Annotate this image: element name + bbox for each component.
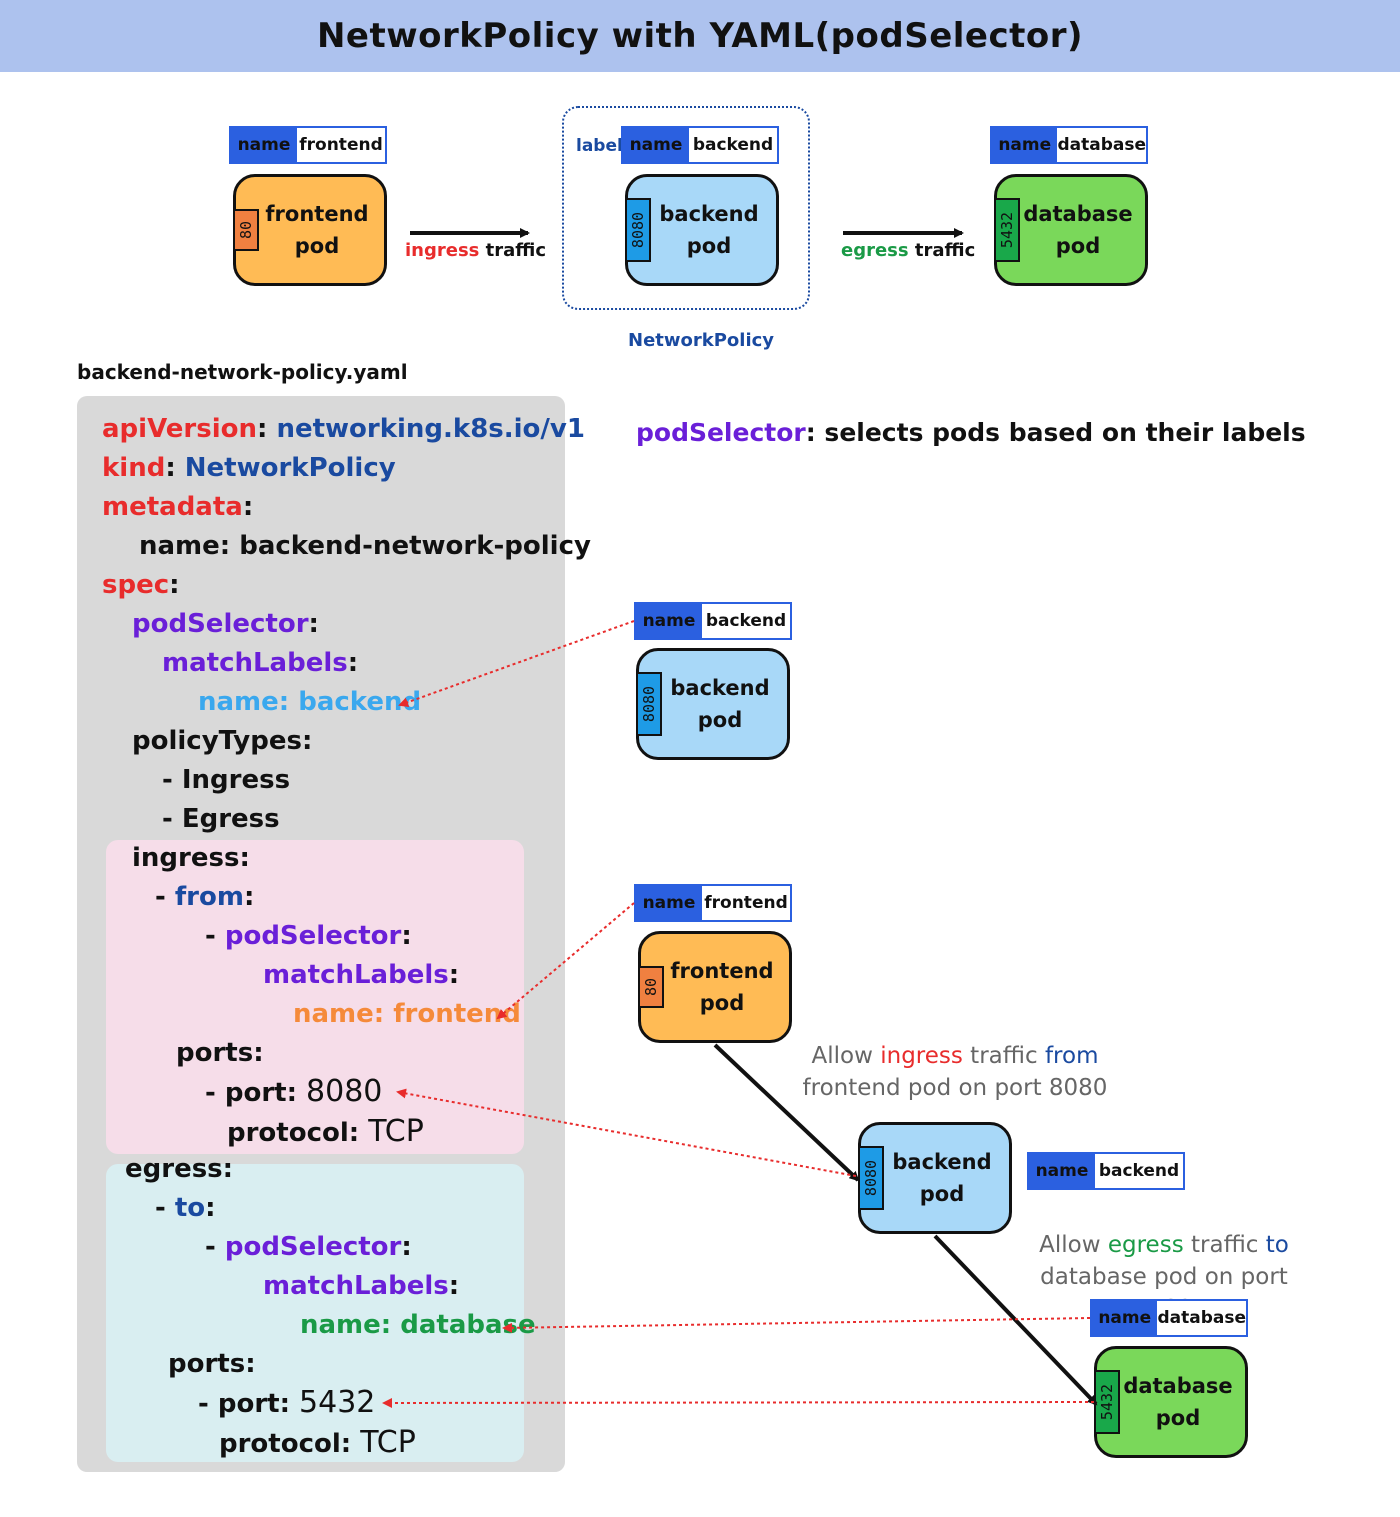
yaml-ingress-port: - port: 8080 <box>205 1074 383 1109</box>
yaml-ingress-matchlabels: matchLabels: <box>263 960 460 990</box>
tag-value: frontend <box>299 135 383 155</box>
ingress-traffic-label: ingress traffic <box>405 240 547 261</box>
yaml-backend-label: name: backend <box>198 687 422 717</box>
port-badge: 5432 <box>994 198 1020 262</box>
flow-database-tag: name database <box>1090 1299 1248 1337</box>
ingress-frontend-tag: name frontend <box>634 884 792 922</box>
flow-backend-tag: name backend <box>1027 1152 1185 1190</box>
egress-section <box>106 1164 524 1462</box>
yaml-egress-ports: ports: <box>168 1349 256 1379</box>
yaml-apiversion: apiVersion: networking.k8s.io/v1 <box>102 414 585 444</box>
yaml-policytypes: policyTypes: <box>132 726 313 756</box>
yaml-ingress: ingress: <box>132 843 250 873</box>
tag-key: name <box>636 604 702 638</box>
yaml-name: name: backend-network-policy <box>139 531 591 561</box>
tag-key: name <box>231 128 297 162</box>
port-badge: 80 <box>638 966 664 1008</box>
tag-key: name <box>623 128 689 162</box>
port-badge: 8080 <box>625 198 651 262</box>
pod-selector-note: podSelector: selects pods based on their… <box>636 418 1306 447</box>
port-badge: 80 <box>233 209 259 251</box>
yaml-egress-podselector: - podSelector: <box>205 1232 412 1262</box>
yaml-egress-port: - port: 5432 <box>198 1385 376 1420</box>
tag-value: backend <box>692 135 774 155</box>
yaml-matchlabels: matchLabels: <box>162 648 359 678</box>
port-badge: 8080 <box>636 672 662 736</box>
backend-name-tag: name backend <box>621 126 779 164</box>
tag-key: name <box>636 886 702 920</box>
yaml-database-label: name: database <box>300 1310 536 1340</box>
yaml-ingress-podselector: - podSelector: <box>205 921 412 951</box>
tag-key: name <box>1092 1301 1158 1335</box>
title-bar: NetworkPolicy with YAML(podSelector) <box>0 0 1400 72</box>
yaml-egress-matchlabels: matchLabels: <box>263 1271 460 1301</box>
tag-key: name <box>992 128 1058 162</box>
yaml-egress-protocol: protocol: TCP <box>219 1425 416 1460</box>
network-policy-caption: NetworkPolicy <box>628 330 775 351</box>
yaml-policy-ingress: - Ingress <box>162 765 291 795</box>
ingress-allow-caption: Allow ingress traffic from frontend pod … <box>802 1043 1108 1101</box>
yaml-egress: egress: <box>125 1154 234 1184</box>
yaml-file-name: backend-network-policy.yaml <box>77 360 408 384</box>
yaml-podselector: podSelector: <box>132 609 319 639</box>
link-database-label <box>502 1317 1091 1333</box>
frontend-name-tag: name frontend <box>229 126 387 164</box>
selected-backend-tag: name backend <box>634 602 792 640</box>
yaml-policy-egress: - Egress <box>162 804 280 834</box>
egress-traffic-label: egress traffic <box>841 240 976 261</box>
yaml-kind: kind: NetworkPolicy <box>102 453 396 483</box>
label-word: label <box>576 136 623 156</box>
port-badge: 5432 <box>1094 1370 1120 1434</box>
tag-value: database <box>1057 135 1146 155</box>
tag-value: database <box>1157 1308 1246 1328</box>
yaml-to: - to: <box>155 1193 216 1223</box>
tag-value: backend <box>1098 1161 1180 1181</box>
port-badge: 8080 <box>858 1146 884 1210</box>
yaml-ingress-protocol: protocol: TCP <box>227 1114 424 1149</box>
tag-value: backend <box>705 611 787 631</box>
yaml-ingress-ports: ports: <box>176 1038 264 1068</box>
tag-value: frontend <box>704 893 788 913</box>
yaml-metadata: metadata: <box>102 492 254 522</box>
yaml-spec: spec: <box>102 570 180 600</box>
database-name-tag: name database <box>990 126 1148 164</box>
yaml-frontend-label: name: frontend <box>293 999 521 1029</box>
tag-key: name <box>1029 1154 1095 1188</box>
page-title: NetworkPolicy with YAML(podSelector) <box>316 16 1084 56</box>
yaml-from: - from: <box>155 882 255 912</box>
network-policy-boundary <box>562 106 810 310</box>
